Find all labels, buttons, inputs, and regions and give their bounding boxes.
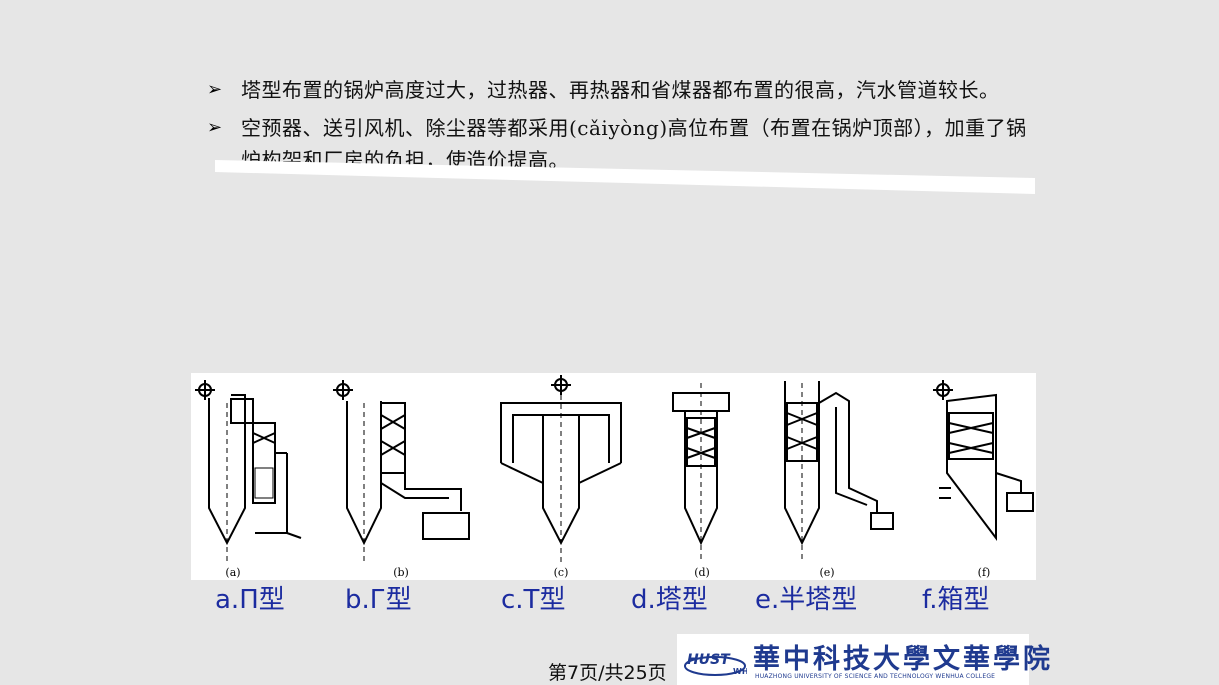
bullet-item: ➢ 塔型布置的锅炉高度过大，过热器、再热器和省煤器都布置的很高，汽水管道较长。	[207, 74, 1027, 106]
svg-text:WH: WH	[733, 667, 747, 676]
caption-e: e.半塔型	[755, 585, 858, 615]
panel-label-f: (f)	[978, 566, 991, 579]
boiler-diagram-e	[784, 381, 894, 563]
panel-label-e: (e)	[819, 566, 834, 579]
boiler-diagram-c	[500, 375, 622, 563]
panel-label-a: (a)	[225, 566, 240, 579]
caption-d: d.塔型	[631, 585, 708, 615]
svg-text:HUST: HUST	[687, 652, 731, 668]
panel-label-d: (d)	[694, 566, 710, 579]
boiler-diagram-b	[333, 380, 470, 563]
boiler-layout-figure: (a) (b) (c) (d) (e) (f)	[191, 373, 1036, 580]
logo-english-name: HUAZHONG UNIVERSITY OF SCIENCE AND TECHN…	[755, 673, 996, 680]
boiler-diagram-a	[195, 380, 302, 563]
bullet-text: 空预器、送引风机、除尘器等都采用(cǎiyòng)高位布置（布置在锅炉顶部），加…	[241, 116, 1027, 172]
bullet-arrow-icon: ➢	[207, 117, 223, 138]
hust-logo-icon: HUST WH	[684, 652, 747, 676]
panel-label-c: (c)	[554, 566, 569, 579]
boiler-diagrams: (a) (b) (c) (d) (e) (f)	[195, 375, 1034, 579]
caption-c: c.T型	[501, 585, 566, 615]
caption-a: a.П型	[215, 585, 285, 615]
bullet-arrow-icon: ➢	[207, 79, 223, 100]
bullet-item: ➢ 空预器、送引风机、除尘器等都采用(cǎiyòng)高位布置（布置在锅炉顶部）…	[207, 112, 1027, 176]
boiler-diagram-d	[672, 383, 730, 563]
figure-captions: a.П型 b.Г型 c.T型 d.塔型 e.半塔型 f.箱型	[191, 580, 1036, 620]
boiler-diagram-f	[933, 380, 1034, 541]
caption-b: b.Г型	[345, 585, 412, 615]
page-number: 第7页/共25页	[548, 662, 667, 684]
college-logo: HUST WH 華中科技大學文華學院 HUAZHONG UNIVERSITY O…	[677, 634, 1050, 685]
caption-f: f.箱型	[922, 585, 990, 615]
bullet-text: 塔型布置的锅炉高度过大，过热器、再热器和省煤器都布置的很高，汽水管道较长。	[241, 78, 1000, 102]
bullet-list: ➢ 塔型布置的锅炉高度过大，过热器、再热器和省煤器都布置的很高，汽水管道较长。 …	[207, 74, 1027, 182]
logo-name: 華中科技大學文華學院	[753, 644, 1053, 675]
panel-label-b: (b)	[393, 566, 409, 579]
